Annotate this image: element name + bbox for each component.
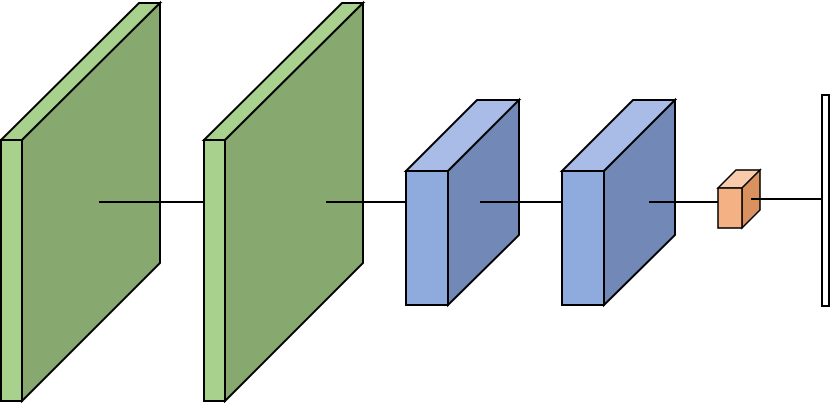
layer-conv-2 <box>201 0 366 403</box>
layer-block-1-front-face <box>405 170 449 306</box>
layer-conv-1 <box>0 0 163 403</box>
layer-output <box>821 94 830 307</box>
layer-conv-1-front-edge <box>0 139 23 402</box>
connections <box>99 198 822 203</box>
layer-conv-2-front-edge <box>203 139 226 402</box>
layer-small-block-front-face <box>717 187 743 229</box>
layer-output-bar <box>821 94 830 307</box>
layer-block-2 <box>559 97 678 308</box>
layer-block-2-front-face <box>561 170 605 306</box>
